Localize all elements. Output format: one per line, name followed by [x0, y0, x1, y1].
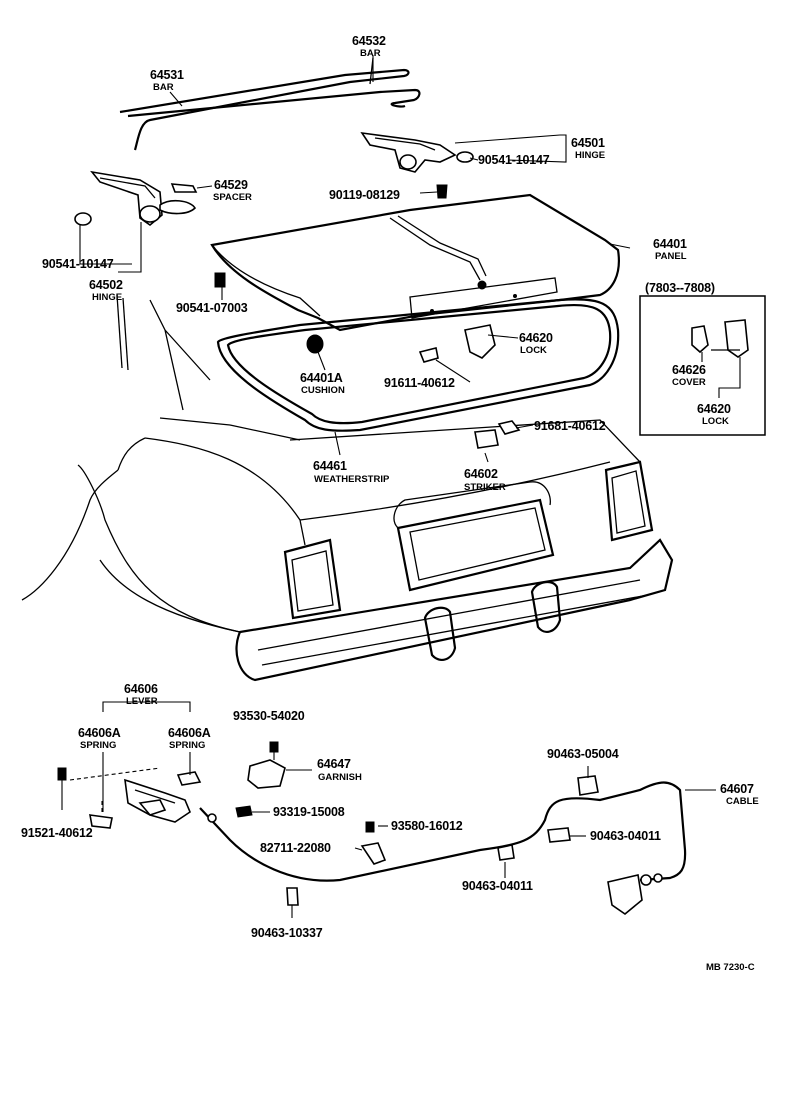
- label-64620-number: 64620: [519, 331, 553, 345]
- label-64606-name: LEVER: [126, 696, 158, 707]
- label-90541-10147-left: 90541-10147: [42, 257, 114, 271]
- inset-box: [639, 295, 766, 436]
- label-64647-name: GARNISH: [318, 772, 362, 783]
- label-64531-name: BAR: [153, 82, 174, 93]
- label-64532-name: BAR: [360, 48, 381, 59]
- leader-lines: [79, 55, 716, 918]
- label-90463-10337: 90463-10337: [251, 926, 323, 940]
- label-64461-number: 64461: [313, 459, 347, 473]
- car-body: [21, 294, 674, 682]
- hinge-left-64502: [74, 170, 198, 227]
- label-91521-40612: 91521-40612: [21, 826, 93, 840]
- label-64502-name: HINGE: [92, 292, 122, 303]
- inset-64626-number: 64626: [672, 363, 706, 377]
- label-64647-number: 64647: [317, 757, 351, 771]
- label-64401A-number: 64401A: [300, 371, 343, 385]
- label-93319-15008: 93319-15008: [273, 805, 345, 819]
- label-64606A-left-number: 64606A: [78, 726, 121, 740]
- weatherstrip: [216, 298, 620, 432]
- hinge-right-64501: [360, 131, 474, 199]
- label-64606A-right-number: 64606A: [168, 726, 211, 740]
- label-64501-number: 64501: [571, 136, 605, 150]
- label-64461-name: WEATHERSTRIP: [314, 474, 390, 485]
- label-64401-name: PANEL: [655, 251, 687, 262]
- label-82711-22080: 82711-22080: [260, 841, 331, 855]
- label-64607-number: 64607: [720, 782, 754, 796]
- inset-64620-name: LOCK: [702, 416, 729, 427]
- label-90463-04011-right: 90463-04011: [590, 829, 661, 843]
- label-93530-54020: 93530-54020: [233, 709, 305, 723]
- label-64401A-name: CUSHION: [301, 385, 345, 396]
- trunk-lid-panel: [210, 193, 620, 332]
- label-90541-07003: 90541-07003: [176, 301, 248, 315]
- label-90463-04011-bottom: 90463-04011: [462, 879, 533, 893]
- label-64502-number: 64502: [89, 278, 123, 292]
- label-93580-16012: 93580-16012: [391, 819, 463, 833]
- label-64602-number: 64602: [464, 467, 498, 481]
- label-64606-number: 64606: [124, 682, 158, 696]
- label-64602-name: STRIKER: [464, 482, 506, 493]
- small-parts: [214, 272, 521, 449]
- inset-64626-name: COVER: [672, 377, 706, 388]
- label-64607-name: CABLE: [726, 796, 759, 807]
- label-64529-name: SPACER: [213, 192, 252, 203]
- label-91681-40612: 91681-40612: [534, 419, 606, 433]
- label-64501-name: HINGE: [575, 150, 605, 161]
- label-64620-name: LOCK: [520, 345, 547, 356]
- label-64606A-right-name: SPRING: [169, 740, 205, 751]
- label-64532-number: 64532: [352, 34, 386, 48]
- label-64606A-left-name: SPRING: [80, 740, 116, 751]
- label-90119-08129: 90119-08129: [329, 188, 400, 202]
- label-91611-40612: 91611-40612: [384, 376, 455, 390]
- figure-code: MB 7230-C: [706, 962, 755, 973]
- label-64401-number: 64401: [653, 237, 687, 251]
- inset-date-range: (7803--7808): [645, 281, 715, 295]
- callout-labels: 64532 BAR 64531 BAR 64501 HINGE 90541-10…: [21, 34, 759, 973]
- label-64531-number: 64531: [150, 68, 184, 82]
- lever-assembly: [57, 741, 387, 906]
- release-cable: [199, 775, 687, 916]
- inset-64620-number: 64620: [697, 402, 731, 416]
- label-64529-number: 64529: [214, 178, 248, 192]
- label-90541-10147-top: 90541-10147: [478, 153, 550, 167]
- label-90463-05004: 90463-05004: [547, 747, 619, 761]
